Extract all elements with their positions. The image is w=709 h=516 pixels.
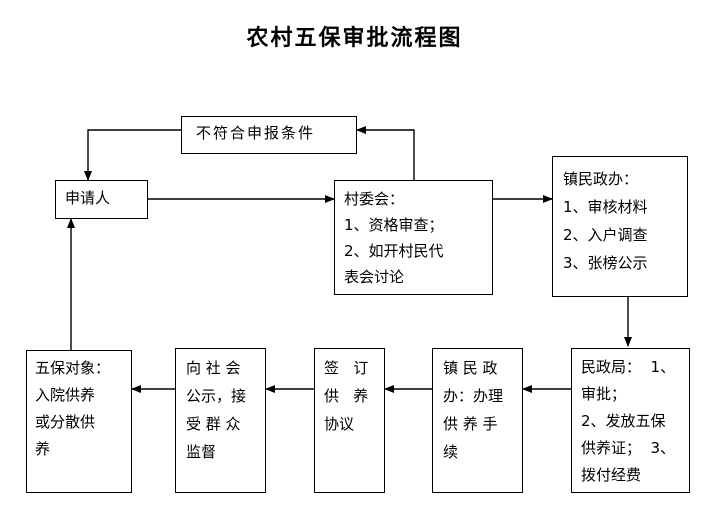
node-line: 1、资格审查； bbox=[344, 216, 444, 234]
node-village-committee: 村委会： 1、资格审查； 2、如开村民代 表会讨论 bbox=[334, 180, 493, 295]
node-line: 办：办理 bbox=[443, 387, 504, 405]
node-line: 或分散供 bbox=[35, 413, 96, 431]
node-reject-condition: 不符合申报条件 bbox=[181, 116, 357, 154]
node-five-guarantee-recipient: 五保对象： 入院供养 或分散供 养 bbox=[26, 350, 132, 493]
node-line: 民政局： 1、 bbox=[581, 358, 676, 376]
node-line: 村委会： bbox=[344, 190, 405, 208]
node-town-civil-office-review: 镇民政办： 1、审核材料 2、入户调查 3、张榜公示 bbox=[552, 156, 688, 297]
arrow-reject-to-applicant bbox=[84, 129, 181, 181]
node-line: 镇民政办： bbox=[563, 170, 639, 188]
node-line: 镇 民 政 bbox=[443, 359, 498, 377]
node-line: 签 订 bbox=[324, 359, 369, 377]
diagram-title: 农村五保审批流程图 bbox=[246, 26, 463, 51]
node-line: 续 bbox=[443, 443, 459, 461]
node-line: 1、审核材料 bbox=[563, 198, 648, 216]
node-line: 入院供养 bbox=[35, 386, 96, 404]
node-line: 2、发放五保 bbox=[581, 412, 666, 430]
node-line: 审批； bbox=[581, 385, 627, 403]
node-line: 申请人 bbox=[65, 189, 111, 207]
node-line: 表会讨论 bbox=[344, 268, 405, 286]
node-line: 3、张榜公示 bbox=[563, 254, 648, 272]
node-line: 供 养 手 bbox=[443, 415, 498, 433]
node-line: 供养证； 3、 bbox=[581, 439, 676, 457]
node-applicant: 申请人 bbox=[55, 180, 148, 219]
arrow-village-to-reject bbox=[356, 126, 415, 182]
node-line: 公示，接 bbox=[186, 387, 247, 405]
node-line: 协议 bbox=[324, 415, 355, 433]
node-line: 五保对象： bbox=[35, 359, 111, 377]
node-line: 供 养 bbox=[324, 387, 369, 405]
node-line: 受 群 众 bbox=[186, 415, 241, 433]
node-line: 不符合申报条件 bbox=[196, 124, 316, 142]
node-line: 拨付经费 bbox=[581, 466, 642, 484]
node-line: 2、入户调查 bbox=[563, 226, 648, 244]
node-civil-affairs-bureau: 民政局： 1、 审批； 2、发放五保 供养证； 3、 拨付经费 bbox=[571, 348, 690, 493]
node-public-notice: 向 社 会 公示，接 受 群 众 监督 bbox=[175, 348, 266, 493]
node-sign-agreement: 签 订 供 养 协议 bbox=[314, 348, 385, 493]
node-line: 监督 bbox=[186, 443, 217, 461]
node-town-civil-office-handle: 镇 民 政 办：办理 供 养 手 续 bbox=[432, 348, 523, 493]
node-line: 养 bbox=[35, 440, 51, 458]
node-line: 2、如开村民代 bbox=[344, 242, 444, 260]
node-line: 向 社 会 bbox=[186, 359, 241, 377]
